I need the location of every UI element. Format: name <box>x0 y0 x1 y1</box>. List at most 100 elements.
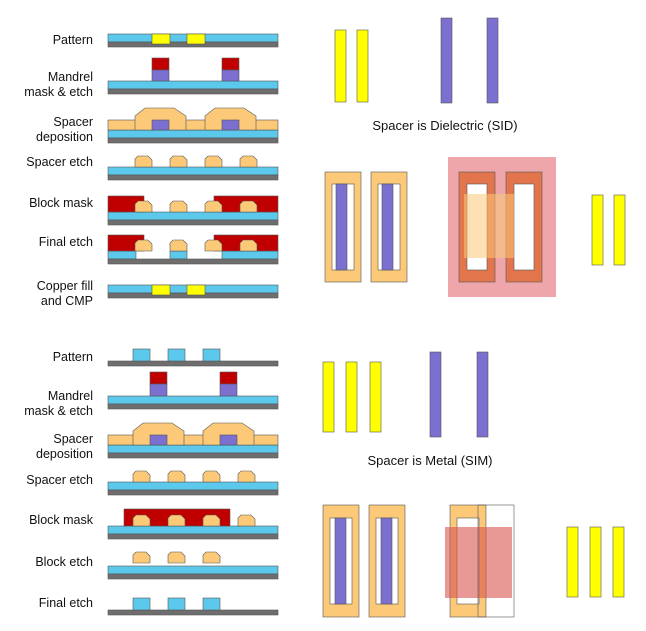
sim-mandrel-mask-0 <box>149 371 168 385</box>
sim-mandrel-mask-1 <box>219 371 238 385</box>
sim-mandrel-0 <box>149 383 168 397</box>
sim-pattern-line-2 <box>202 348 221 362</box>
sim-final-top-line-1 <box>589 526 602 598</box>
sim-top-line-2 <box>369 361 382 433</box>
sim-mandrel-1 <box>219 383 238 397</box>
sid-block-mask-substrate <box>107 219 279 226</box>
sid-label-block-mask: Block mask <box>29 196 94 210</box>
sid-label-mandrel-1: Mandrel <box>48 70 93 84</box>
sid-mandrel-mask-0 <box>151 57 170 71</box>
sid-label-spacer-dep-1: Spacer <box>53 115 93 129</box>
sid-label-spacer-etch: Spacer etch <box>26 155 93 169</box>
sim-top-mandrel-0 <box>429 351 442 438</box>
sid-final-hardmask-b <box>169 250 188 260</box>
sid-spacer-dep-mandrel-0 <box>151 119 170 131</box>
sim-spacer-dep-mandrel-0 <box>149 434 168 446</box>
sim-spacer-dep-spacer-shell-1 <box>202 422 255 446</box>
sid-mandrel-1 <box>221 69 240 82</box>
sim-label-block-mask: Block mask <box>29 513 94 527</box>
sid-spacer-dep-substrate <box>107 137 279 144</box>
sid-label-final-etch: Final etch <box>39 235 93 249</box>
sid-label-copper-2: and CMP <box>41 294 93 308</box>
sim-bm-spacer-3 <box>237 514 256 527</box>
sim-block-etch-substrate <box>107 573 279 580</box>
sim-mandrel-hardmask <box>107 395 279 405</box>
sid-spacer-0 <box>134 155 153 168</box>
sim-final-line-0 <box>132 597 151 611</box>
sim-label-spacer-dep-1: Spacer <box>53 432 93 446</box>
sim-final-substrate <box>107 609 279 616</box>
sim-caption: Spacer is Metal (SIM) <box>368 453 493 468</box>
sid-spacer-1 <box>169 155 188 168</box>
sim-label-mandrel-1: Mandrel <box>48 389 93 403</box>
sid-pattern-yellow-0 <box>151 33 171 45</box>
sid-top-mandrel-1 <box>486 17 499 104</box>
sim-block-mask-hardmask <box>107 525 279 535</box>
sid-mandrel-hardmask <box>107 80 279 90</box>
sim-spacer-dep-mandrel-1 <box>219 434 238 446</box>
sim-block-mask-substrate <box>107 533 279 540</box>
sid-mandrel-0 <box>151 69 170 82</box>
sid-spacer-dep-hardmask <box>107 129 279 139</box>
sim-spacer-etch-substrate <box>107 489 279 496</box>
sim-spacer-1 <box>167 470 186 483</box>
sim-spacer-2 <box>202 470 221 483</box>
sim-block-highlight <box>445 527 512 598</box>
sid-copper-yellow-0 <box>151 284 171 296</box>
sim-block-etch-hardmask <box>107 565 279 575</box>
sid-caption: Spacer is Dielectric (SID) <box>372 118 517 133</box>
sim-spacer-dep-hardmask <box>107 444 279 454</box>
sid-fe-spacer-2 <box>204 239 223 252</box>
sim-spacer-dep-spacer-shell-0 <box>132 422 185 446</box>
sim-bm-spacer-0 <box>132 514 151 527</box>
sid-spacer-3 <box>239 155 258 168</box>
sim-be-spacer-2 <box>202 551 221 564</box>
sid-top-mandrel-0 <box>440 17 453 104</box>
sim-final-top-line-0 <box>566 526 579 598</box>
sid-fe-spacer-1 <box>169 239 188 252</box>
sim-label-pattern: Pattern <box>53 350 93 364</box>
sid-spacer-dep-spacer-shell-0 <box>134 107 187 131</box>
sid-copper-yellow-1 <box>186 284 206 296</box>
sim-spacer-etch-hardmask <box>107 481 279 491</box>
sim-pattern-line-1 <box>167 348 186 362</box>
sid-fe-spacer-3 <box>239 239 258 252</box>
sid-pattern-yellow-1 <box>186 33 206 45</box>
sid-label-mandrel-2: mask & etch <box>24 85 93 99</box>
sid-final-substrate <box>107 258 279 265</box>
sim-final-top-line-2 <box>612 526 625 598</box>
sim-label-block-etch: Block etch <box>35 555 93 569</box>
sid-ring-mandrel-1 <box>381 183 394 271</box>
sid-label-spacer-dep-2: deposition <box>36 130 93 144</box>
sid-spacer-etch-hardmask <box>107 166 279 176</box>
sid-spacer-dep-spacer-shell-1 <box>204 107 257 131</box>
sid-final-hardmask-a <box>107 250 137 260</box>
sid-mandrel-mask-1 <box>221 57 240 71</box>
sid-label-copper-1: Copper fill <box>37 279 93 293</box>
sim-spacer-3 <box>237 470 256 483</box>
sid-fe-spacer-0 <box>134 239 153 252</box>
sim-pattern-line-0 <box>132 348 151 362</box>
sim-mandrel-substrate <box>107 403 279 410</box>
sid-spacer-dep-spacer-layer <box>107 119 279 131</box>
sim-top-line-1 <box>345 361 358 433</box>
sid-mandrel-substrate <box>107 88 279 95</box>
sim-be-spacer-0 <box>132 551 151 564</box>
sid-final-line-1 <box>613 194 626 266</box>
sid-top-line-0 <box>334 29 347 103</box>
sim-bm-spacer-2 <box>202 514 221 527</box>
sim-label-final-etch: Final etch <box>39 596 93 610</box>
sim-pattern-substrate <box>107 360 279 367</box>
sid-block-mask-hardmask <box>107 211 279 221</box>
sid-spacer-etch-substrate <box>107 174 279 181</box>
sim-bm-spacer-1 <box>167 514 186 527</box>
sim-ring-mandrel-0 <box>334 517 347 605</box>
sim-spacer-0 <box>132 470 151 483</box>
sim-final-line-2 <box>202 597 221 611</box>
sid-bm-spacer-1 <box>169 200 188 213</box>
sid-spacer-2 <box>204 155 223 168</box>
sid-hl-inner-1 <box>513 183 535 271</box>
sid-final-hardmask-c <box>221 250 279 260</box>
sim-label-mandrel-2: mask & etch <box>24 404 93 418</box>
